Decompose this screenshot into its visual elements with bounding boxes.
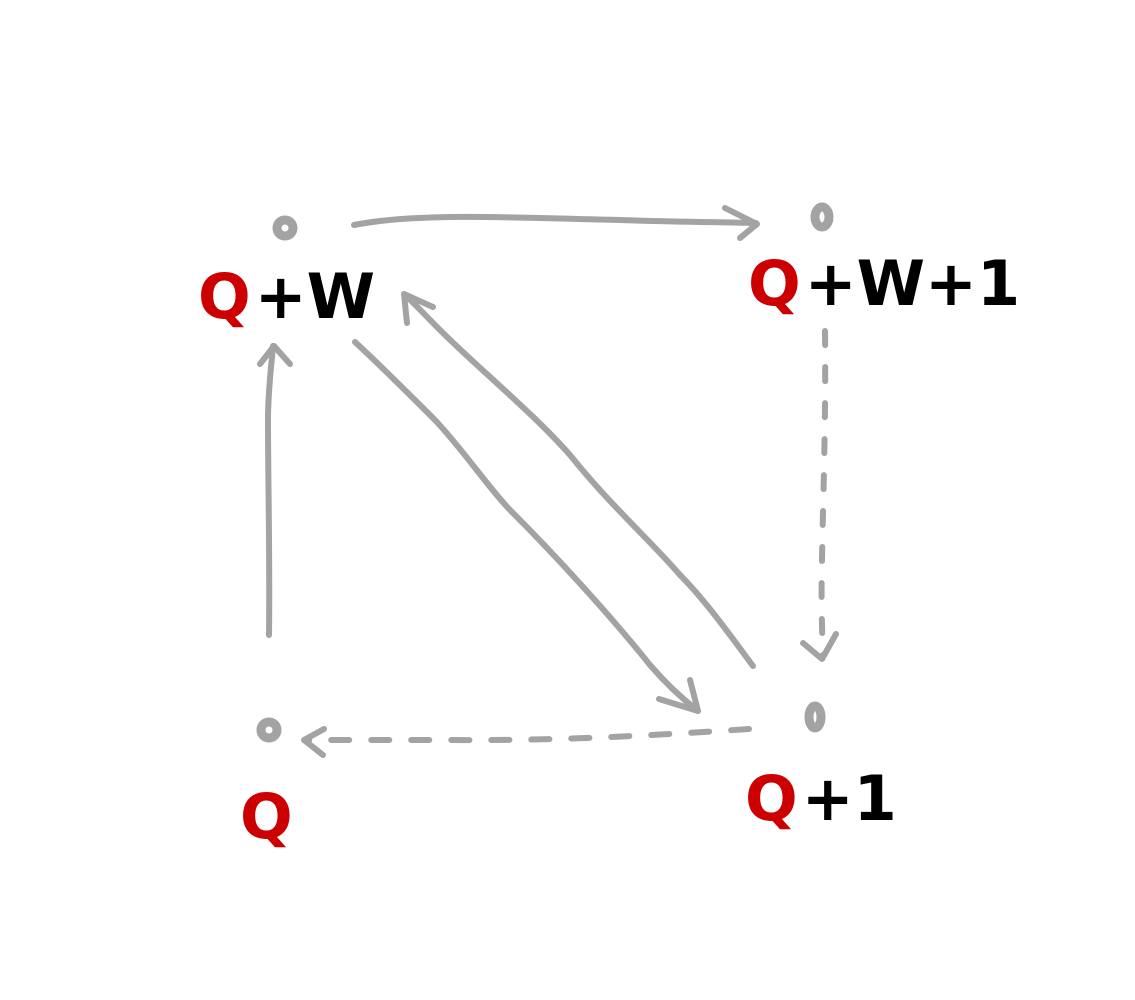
node-dots: [256, 202, 834, 743]
node-dot-q: [256, 717, 282, 743]
label-q-plus-w: Q+W: [198, 260, 375, 333]
edge-q-to-q-plus-w: [257, 343, 293, 638]
label-suffix: +W+1: [805, 247, 1020, 320]
edges: [257, 205, 839, 758]
node-labels: Q+W Q+W+1 Q Q+1: [198, 247, 1020, 853]
edge-q-plus-1-to-q-plus-w: [401, 291, 756, 669]
label-suffix: +1: [802, 762, 897, 835]
label-var: Q: [745, 762, 798, 835]
label-var: Q: [748, 247, 801, 320]
edge-q-plus-w-to-q-plus-w-plus-1: [351, 205, 760, 241]
edge-q-plus-w-plus-1-to-q-plus-1: [800, 328, 839, 662]
label-q: Q: [240, 780, 293, 853]
label-var: Q: [240, 780, 293, 853]
node-dot-q-plus-w-plus-1: [810, 202, 834, 232]
edge-q-plus-1-to-q: [301, 726, 752, 758]
label-suffix: +W: [255, 260, 375, 333]
label-q-plus-1: Q+1: [745, 762, 897, 835]
label-q-plus-w-plus-1: Q+W+1: [748, 247, 1020, 320]
node-dot-q-plus-1: [804, 701, 826, 733]
label-var: Q: [198, 260, 251, 333]
node-dot-q-plus-w: [272, 215, 298, 241]
edge-q-plus-w-to-q-plus-1: [352, 339, 701, 714]
